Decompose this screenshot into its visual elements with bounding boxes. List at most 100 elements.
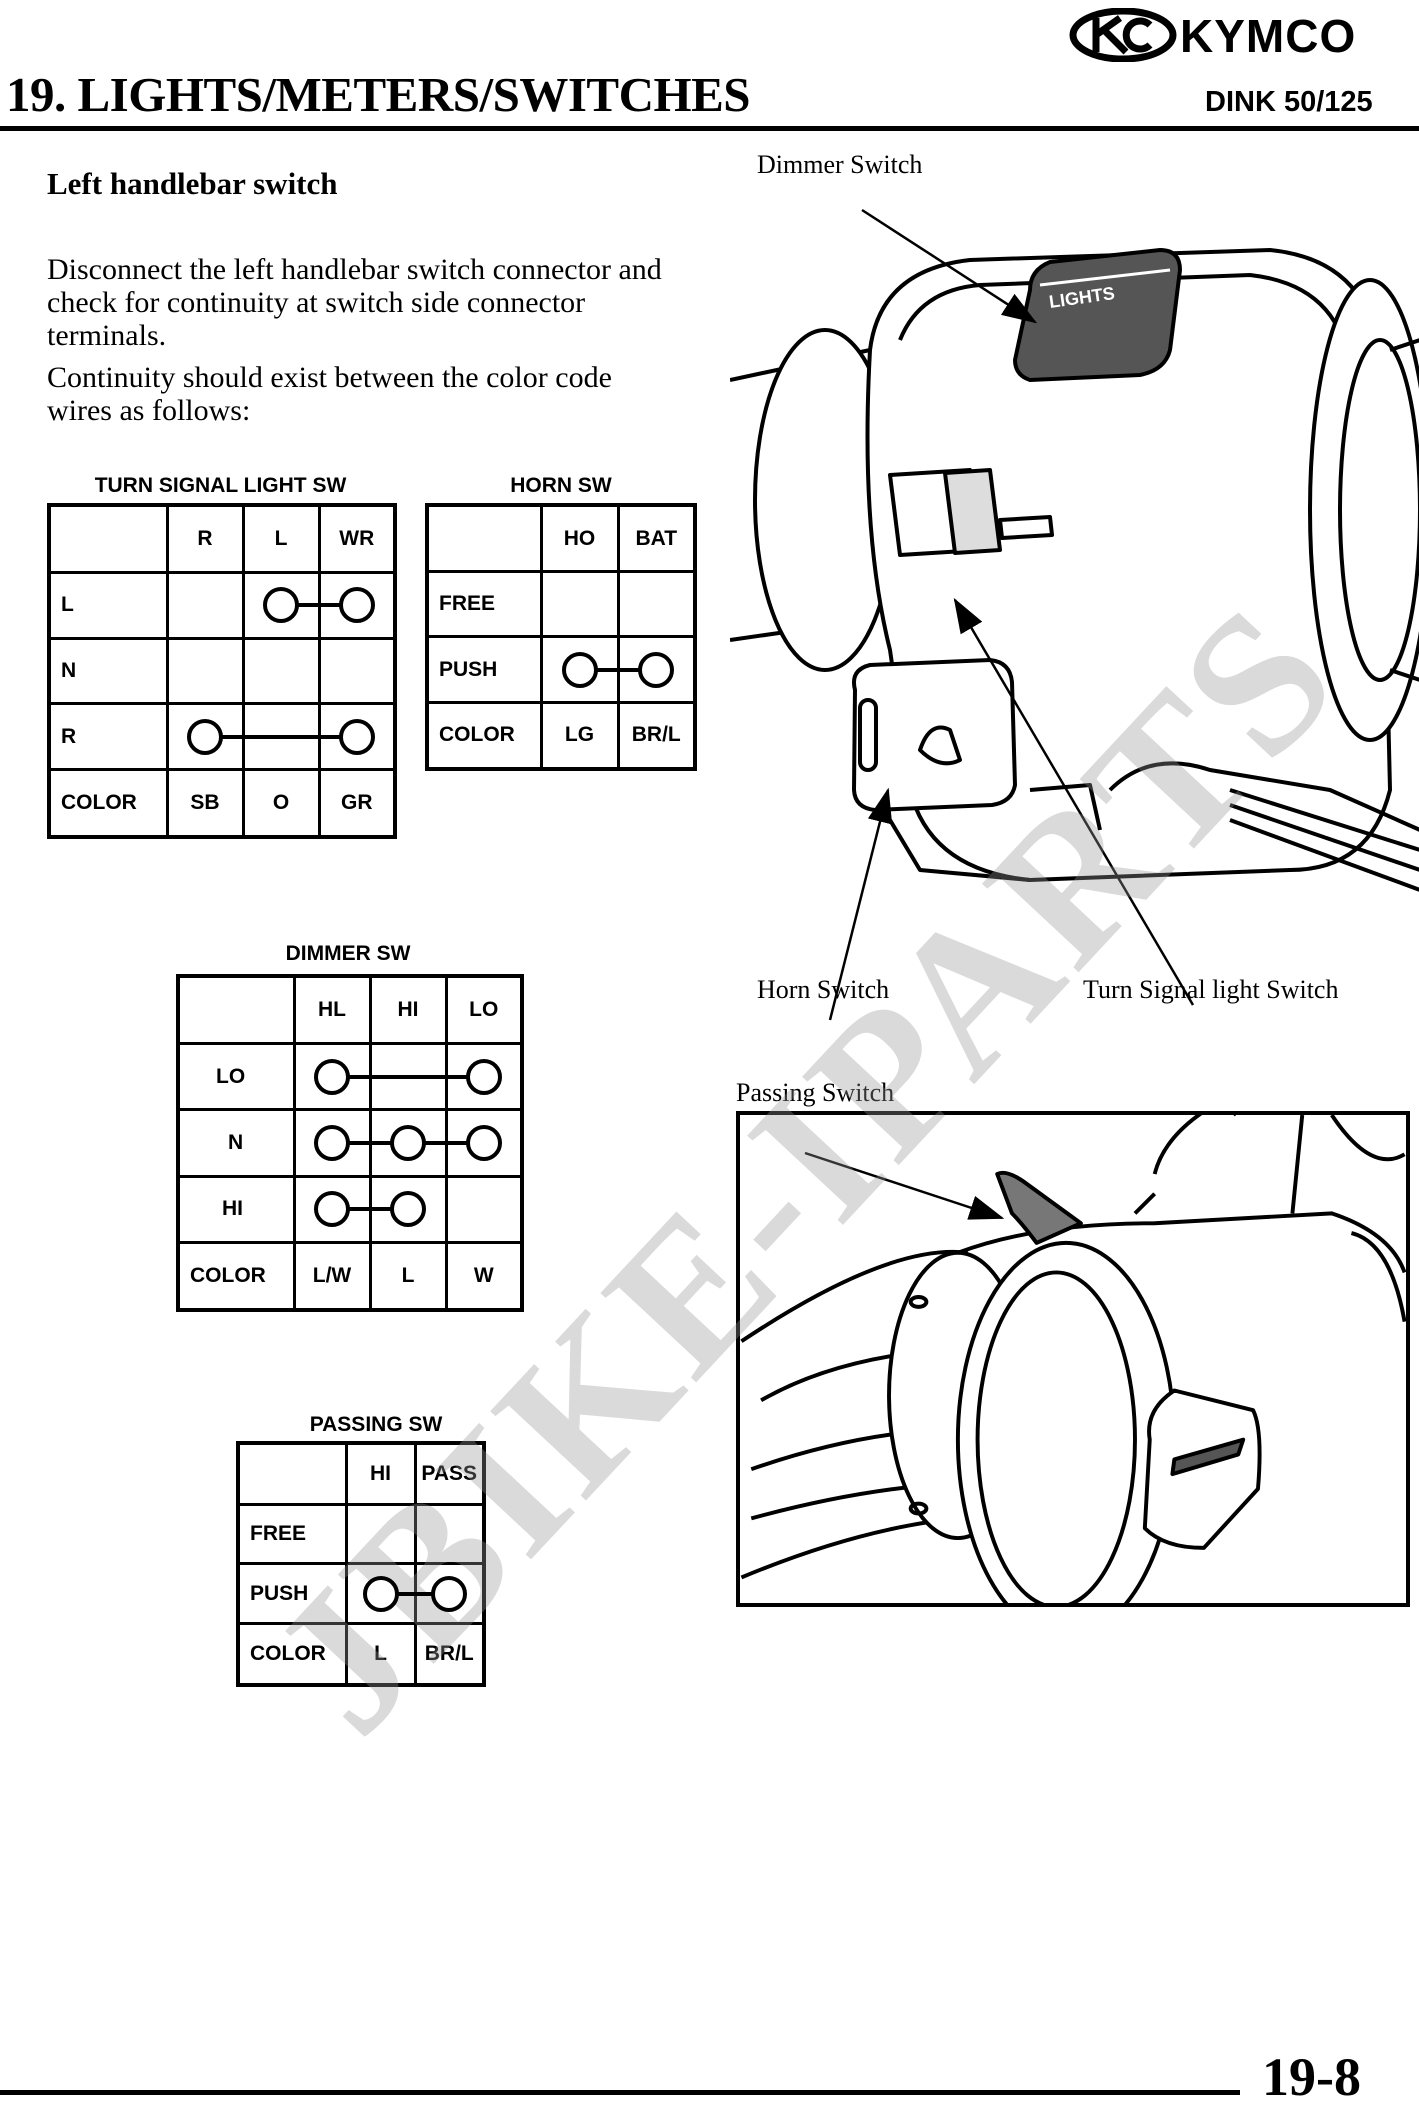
horn-switch-label: Horn Switch: [757, 975, 890, 1004]
color-row-header: COLOR: [47, 768, 169, 839]
kymco-logo: KYMCO: [1068, 7, 1413, 63]
model-label: DINK 50/125: [1205, 86, 1373, 118]
table-cell: [317, 570, 397, 640]
corner-cell: [47, 503, 169, 574]
continuity-line: [332, 1207, 408, 1212]
dimmer-switch-side: [1142, 1388, 1262, 1550]
wire-color: BR/L: [616, 700, 697, 771]
row-header: FREE: [236, 1502, 348, 1566]
wire-color: W: [444, 1240, 524, 1312]
column-header: BAT: [616, 503, 697, 574]
table-cell: [344, 1562, 450, 1626]
table-cell: [539, 635, 657, 704]
wire-color: BR/L: [413, 1622, 486, 1687]
row-header: FREE: [425, 570, 543, 639]
continuity-node: [465, 1124, 502, 1161]
horn-continuity-table: HO BAT FREE PUSH COLOR LG BR/L: [425, 503, 697, 771]
corner-cell: [236, 1441, 348, 1506]
passing-continuity-table: HI PASS FREE PUSH COLOR L BR/L: [236, 1441, 486, 1687]
dimmer-switch-lever: [1013, 248, 1182, 382]
kymco-logo-graphic: KYMCO: [1069, 7, 1356, 63]
horn-button-slot: [858, 698, 878, 772]
color-row-header: COLOR: [176, 1240, 296, 1312]
housing-face-inner: [975, 1270, 1137, 1603]
turn-signal-slot: [998, 515, 1054, 540]
passing-switch-drawing: [740, 1115, 1406, 1603]
column-header: HO: [539, 503, 620, 574]
continuity-line: [579, 667, 657, 672]
continuity-line: [281, 603, 357, 608]
section-heading: Left handlebar switch: [47, 166, 338, 201]
turn-signal-switch-label: Turn Signal light Switch: [1083, 975, 1339, 1004]
footer-rule: [0, 2090, 1240, 2095]
row-header: LO: [176, 1042, 296, 1112]
wire-color: LG: [539, 700, 620, 771]
row-header: N: [47, 636, 169, 706]
brand-text: KYMCO: [1180, 10, 1356, 62]
column-header: HI: [368, 974, 448, 1046]
continuity-node: [338, 587, 375, 624]
row-header: PUSH: [236, 1562, 348, 1626]
corner-cell: [176, 974, 296, 1046]
continuity-node: [638, 651, 675, 688]
grip-bottom-edge: [740, 1516, 959, 1580]
color-row-header: COLOR: [236, 1622, 348, 1687]
turn-signal-table-title: TURN SIGNAL LIGHT SW: [94, 474, 347, 497]
color-row-header: COLOR: [425, 700, 543, 771]
row-header: R: [47, 702, 169, 772]
continuity-node: [338, 718, 375, 755]
column-header: L: [241, 503, 321, 574]
continuity-node: [314, 1058, 350, 1095]
column-header: LO: [444, 974, 524, 1046]
continuity-line: [205, 734, 357, 739]
table-cell: [292, 1174, 408, 1244]
passing-switch-illustration: [736, 1111, 1410, 1607]
housing-face: [955, 1240, 1177, 1603]
column-header: HI: [344, 1441, 417, 1506]
wire-color: L: [368, 1240, 448, 1312]
continuity-node: [390, 1124, 426, 1161]
column-header: R: [165, 503, 245, 574]
table-cell: [241, 636, 321, 706]
mirror-stem: [1133, 1115, 1305, 1215]
continuity-node: [187, 718, 223, 755]
dimmer-lever-highlight: [1039, 268, 1171, 287]
continuity-node: [465, 1058, 502, 1095]
corner-cell: [425, 503, 543, 574]
table-cell: [165, 570, 245, 640]
table-cell: [317, 636, 397, 706]
continuity-node: [431, 1575, 468, 1612]
header-rule: [0, 126, 1419, 131]
table-cell: [539, 570, 620, 639]
continuity-node: [314, 1191, 350, 1228]
turn-signal-continuity-table: R L WR L N R COLOR SB O GR: [47, 503, 397, 839]
grip-hole-top: [908, 1295, 929, 1309]
grip-right-inner: [1338, 338, 1419, 682]
dimmer-lights-plate: [1170, 1437, 1246, 1477]
wire-color: GR: [317, 768, 397, 839]
housing-edges: [1330, 1115, 1406, 1322]
passing-switch-label: Passing Switch: [736, 1078, 895, 1107]
row-header: HI: [176, 1174, 296, 1244]
dimmer-switch-label: Dimmer Switch: [757, 150, 923, 179]
grip-right-edges: [1389, 338, 1419, 682]
page-number: 19-8: [1262, 2047, 1361, 2107]
row-header: L: [47, 570, 169, 640]
chapter-title: 19. LIGHTS/METERS/SWITCHES: [6, 67, 751, 122]
instruction-paragraph: Disconnect the left handlebar switch con…: [47, 253, 662, 352]
turn-signal-knob: [943, 468, 1002, 555]
wire-color: L: [344, 1622, 417, 1687]
table-cell: [165, 702, 357, 772]
grip-right: [1308, 278, 1419, 742]
continuity-node: [390, 1191, 426, 1228]
grip-hole-bottom: [908, 1501, 929, 1516]
table-cell: [616, 635, 697, 704]
table-cell: [292, 1108, 484, 1178]
wire-color: O: [241, 768, 321, 839]
table-cell: [241, 570, 357, 640]
table-cell: [444, 1174, 524, 1244]
row-header: N: [176, 1108, 296, 1178]
continuity-node: [263, 587, 299, 624]
continuity-node: [362, 1575, 399, 1612]
table-cell: [616, 570, 697, 639]
